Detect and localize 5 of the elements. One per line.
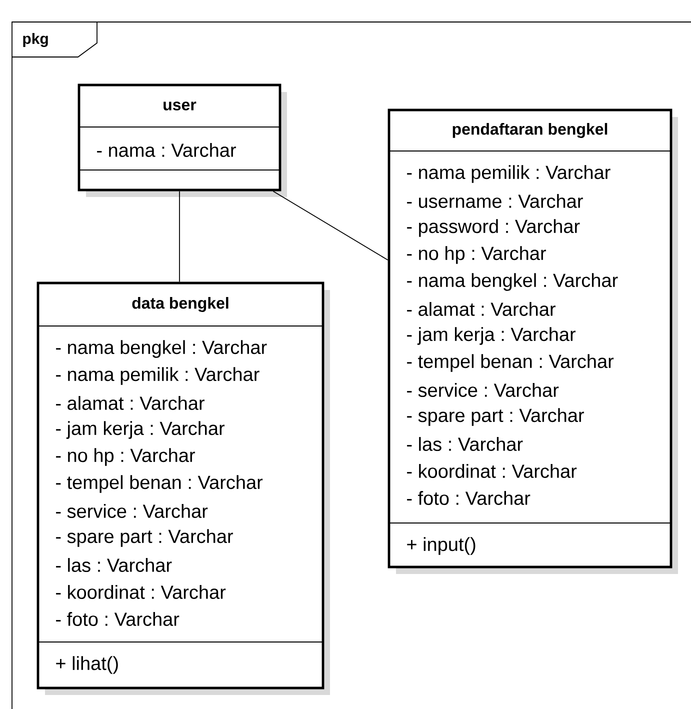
class-box: pendaftaran bengkel - nama pemilik : Varchar - username : Varchar - password : Varchar - no hp : Varchar - nama bengkel : Varchar - alamat : Varchar - jam kerja : Varchar - tempel benan : Varchar - service : Varchar - spare part : Varchar - las : Varchar - koordinat : Varchar - foto : Varchar + input() bbox=[388, 108, 678, 574]
class-box: data bengkel - nama bengkel : Varchar - nama pemilik : Varchar - alamat : Varchar - jam kerja : Varchar - no hp : Varchar - tempel benan : Varchar - service : Varchar - spare part : Varchar - las : Varchar - koordinat : Varchar - foto : Varchar + lihat() bbox=[36, 282, 330, 695]
association-line bbox=[179, 190, 180, 282]
class-box: user - nama : Varchar bbox=[78, 84, 287, 197]
association-line bbox=[272, 190, 388, 260]
